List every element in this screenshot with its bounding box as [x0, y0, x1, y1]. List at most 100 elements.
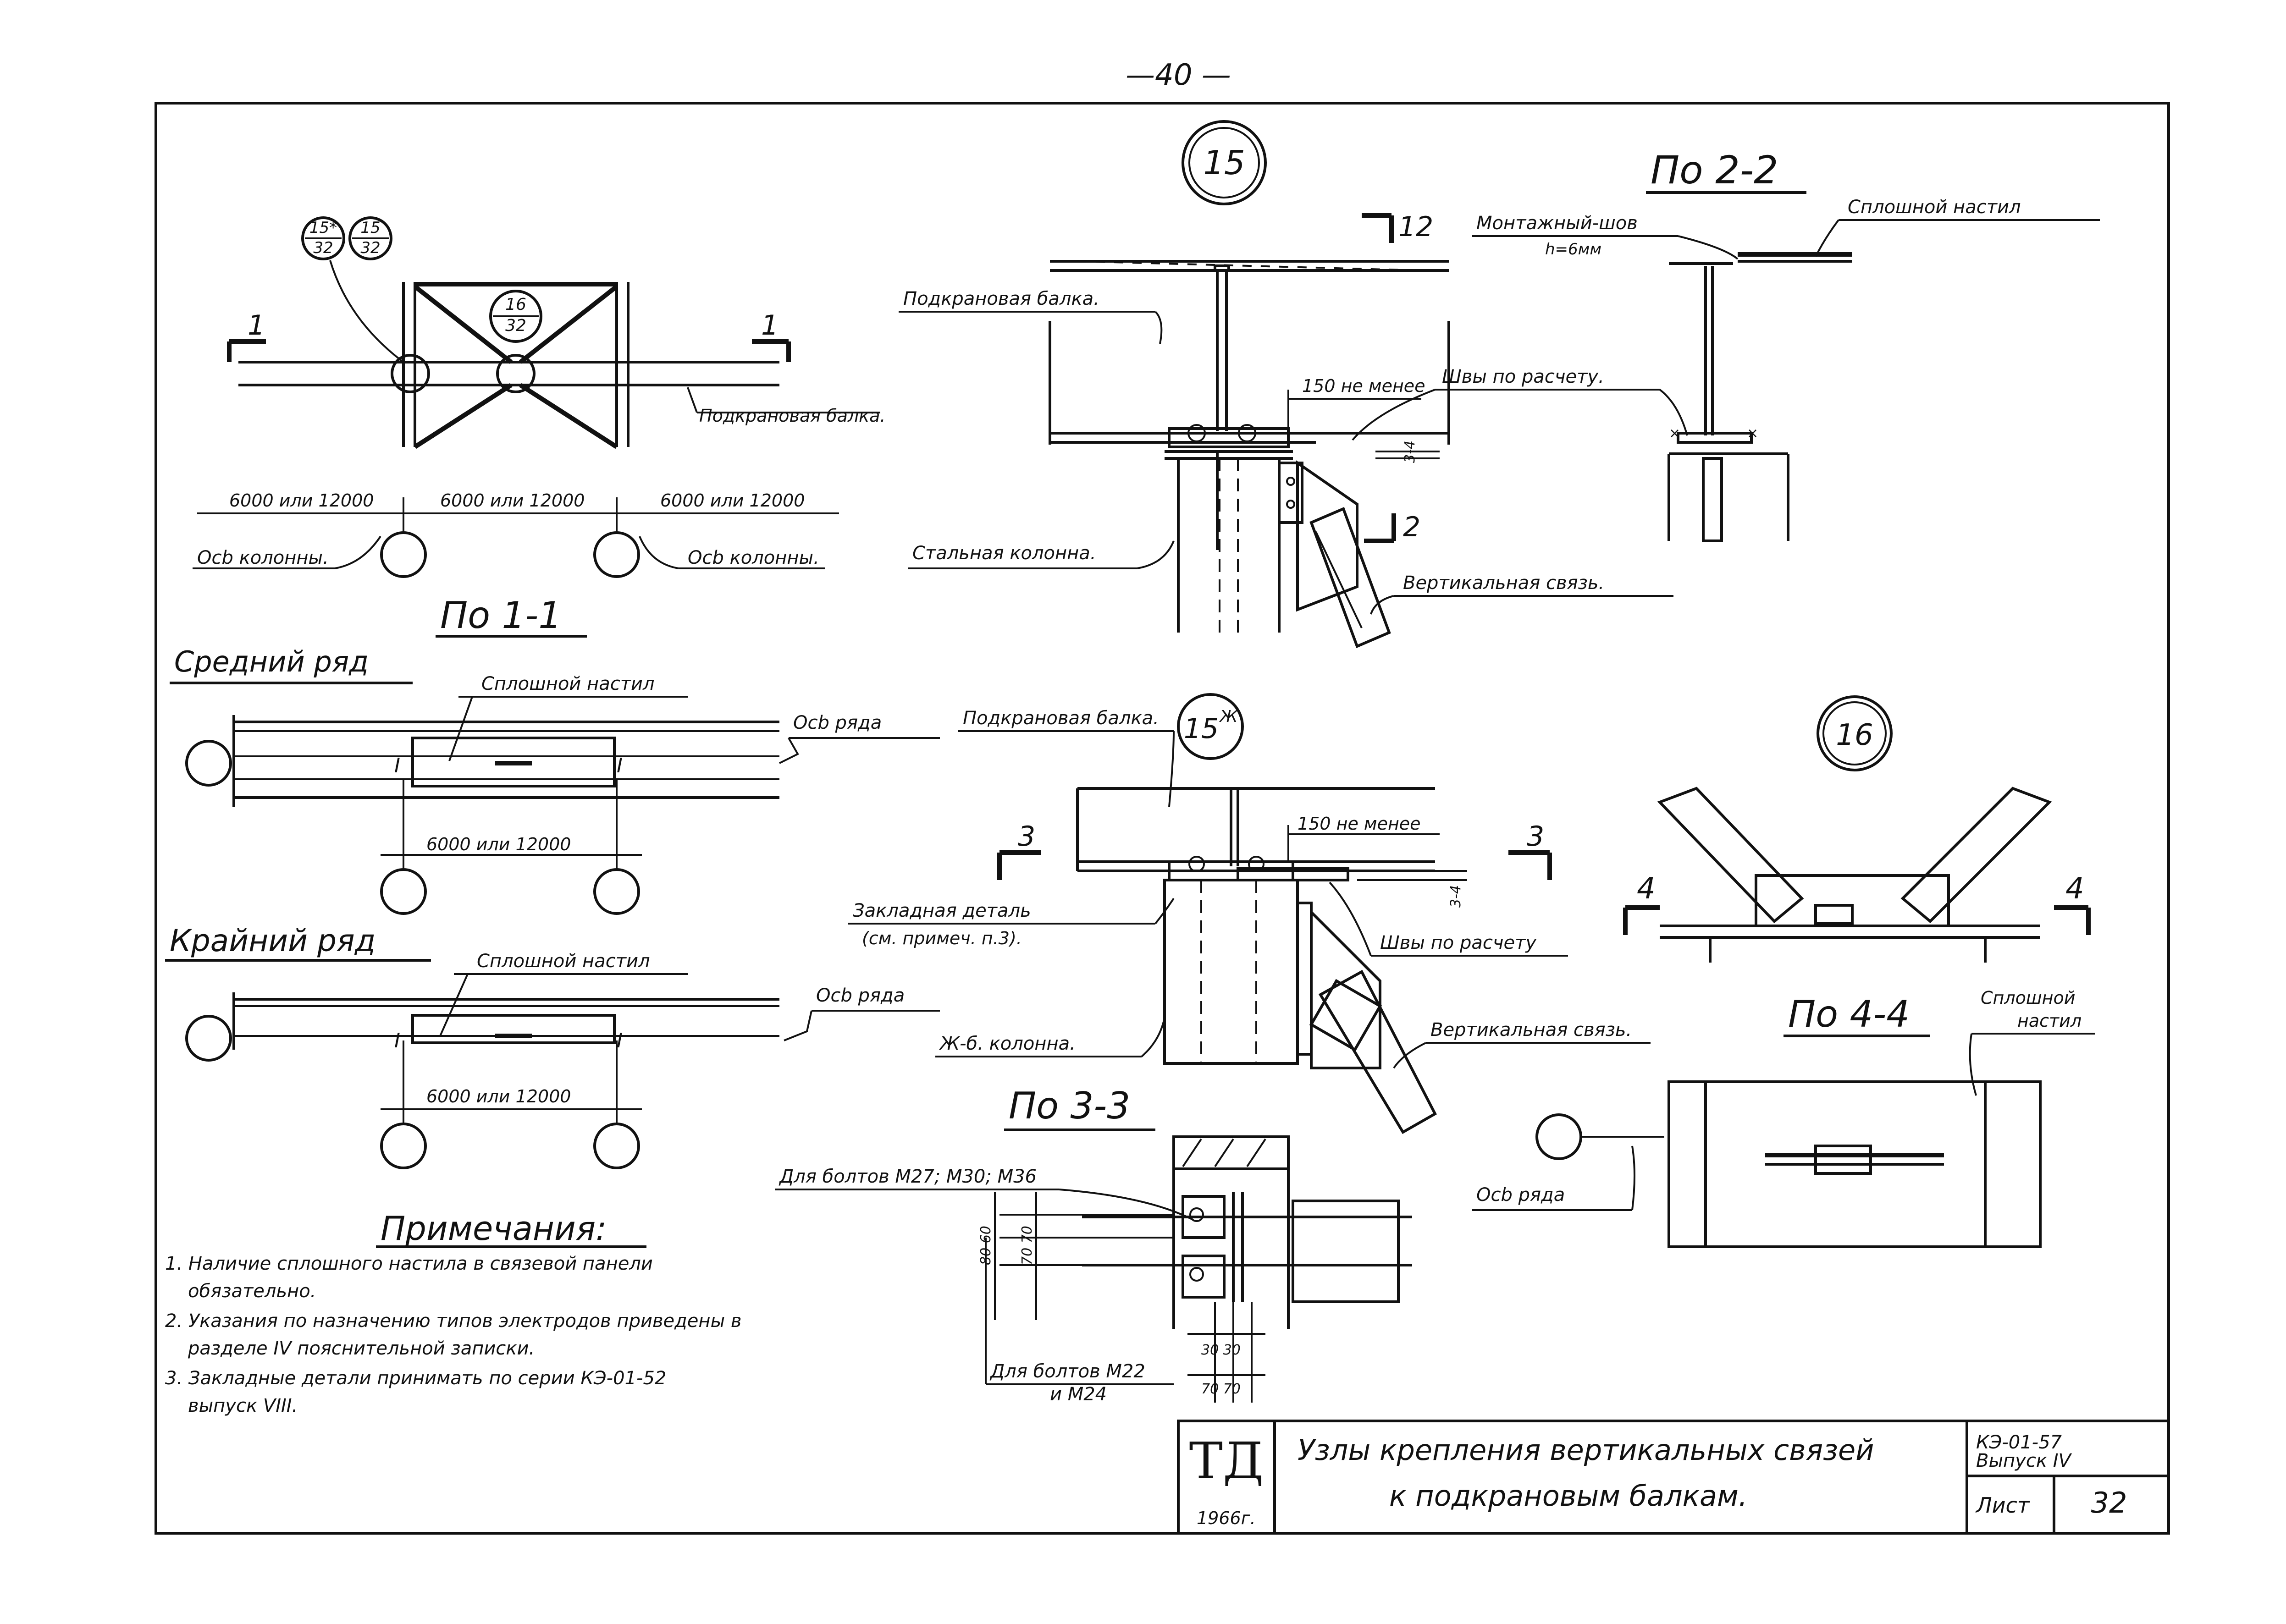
node-15-number: 15: [360, 219, 380, 237]
plan-cut-left: 1: [248, 309, 265, 341]
node-16-title: 16: [1836, 718, 1873, 752]
node-16-number: 16: [505, 295, 526, 314]
node-15zh-detail: 15 Ж Подкрановая балка. 150 не менее 3 3…: [848, 693, 1651, 1134]
title-issue: Выпуск IV: [1976, 1450, 2072, 1471]
note-line-3: 2. Указания по назначению типов электрод…: [165, 1310, 741, 1332]
section-4-4-axis: Осb ряда: [1476, 1184, 1565, 1206]
plan-view: 15* 32 15 32 16 32 1 1 Подкрановая балка…: [193, 216, 886, 578]
node-15zh-cut-left: 3: [1018, 820, 1035, 853]
node-15zh-welds: Швы по расчету: [1380, 932, 1537, 953]
section-2-2-deck: Сплошной настил: [1848, 197, 2021, 218]
section-2-2: По 2-2 Монтажный-шов h=6мм Сплошной наст…: [1472, 148, 2100, 542]
title-logo: ТД: [1189, 1431, 1264, 1490]
section-3-3: По 3-3 Для болтов М27; М30; М36 80 60 70…: [775, 1085, 1412, 1405]
node-15star-callout: [301, 216, 345, 260]
node-15zh-brace: Вертикальная связь.: [1430, 1019, 1632, 1040]
title-line-1: Узлы крепления вертикальных связей: [1298, 1433, 1874, 1467]
note-line-4: разделе IV пояснительной записки.: [188, 1338, 535, 1359]
node-16-cut-left: 4: [1637, 872, 1656, 906]
svg-text:I: I: [617, 754, 623, 777]
node-16-marker: [1817, 695, 1893, 771]
node-15-detail: 15 12 Подкрановая балка.: [899, 120, 1688, 649]
note-line-2: обязательно.: [188, 1281, 316, 1302]
section-3-3-title: По 3-3: [1009, 1085, 1130, 1127]
svg-text:I: I: [617, 1029, 623, 1052]
plan-col-axis-right: Осb колонны.: [688, 547, 819, 568]
node-15zh-gap: 3-4: [1448, 885, 1464, 908]
section-4-4-deck-2: настил: [2017, 1011, 2082, 1031]
dim-70-70b: 70 70: [1201, 1381, 1241, 1397]
note-line-6: выпуск VIII.: [188, 1395, 298, 1416]
bolts-small-1: Для болтов М22: [989, 1361, 1145, 1382]
edge-axis-label: Осb ряда: [816, 985, 905, 1006]
plan-span-2: 6000 или 12000: [440, 490, 585, 511]
node-15star-number: 15*: [309, 219, 337, 237]
dim-70-70: 70 70: [1019, 1226, 1035, 1265]
node-15-marker: [1182, 120, 1267, 205]
svg-text:×: ×: [1747, 425, 1758, 441]
node-15-min-150: 150 не менее: [1302, 376, 1425, 396]
plan-col-axis-left: Осb колонны.: [197, 547, 329, 568]
bolts-small-2: и М24: [1050, 1384, 1107, 1405]
section-1-1: По 1-1 Средний ряд Сплошной настил I I О…: [155, 594, 940, 1169]
middle-deck-label: Сплошной настил: [481, 673, 655, 694]
title-year: 1966г.: [1197, 1508, 1256, 1528]
edge-row-label: Крайний ряд: [170, 923, 375, 958]
title-series: КЭ-01-57: [1976, 1432, 2062, 1453]
node-15zh-crane-beam: Подкрановая балка.: [963, 708, 1159, 729]
note-line-1: 1. Наличие сплошного настила в связевой …: [165, 1253, 653, 1274]
node-15-crane-beam: Подкрановая балка.: [903, 288, 1099, 309]
section-4-4-deck-1: Сплошной: [1981, 988, 2075, 1008]
node-16-callout: [489, 290, 542, 343]
node-15zh-marker: [1177, 693, 1244, 760]
title-line-2: к подкрановым балкам.: [1389, 1479, 1748, 1513]
bolts-large: Для болтов М27; М30; М36: [779, 1166, 1037, 1187]
plan-cut-right: 1: [761, 309, 779, 341]
mount-weld-h: h=6мм: [1545, 240, 1601, 259]
embedded-detail-1: Закладная деталь: [853, 900, 1031, 921]
middle-span-label: 6000 или 12000: [426, 834, 571, 854]
section-4-4: По 4-4 Сплошной настил Осb ряда: [1472, 988, 2095, 1248]
node-15zh-number: 15: [1184, 713, 1219, 745]
title-block: ТД 1966г. Узлы крепления вертикальных св…: [1177, 1420, 2170, 1535]
edge-span-label: 6000 или 12000: [426, 1086, 571, 1107]
svg-text:×: ×: [1669, 425, 1680, 441]
node-15-sheet: 32: [360, 239, 380, 257]
node-15zh-cut-right: 3: [1527, 820, 1544, 853]
node-16-cut-right: 4: [2065, 872, 2084, 906]
node-15-title: 15: [1203, 143, 1245, 182]
svg-text:I: I: [394, 754, 400, 777]
node-15-column: Стальная колонна.: [912, 543, 1096, 564]
node-15-callout: [348, 216, 392, 260]
node-15-welds: Швы по расчету.: [1442, 366, 1604, 387]
plan-crane-beam-label: Подкрановая балка.: [699, 406, 886, 426]
section-2-2-title: По 2-2: [1651, 148, 1778, 193]
title-sheet-number: 32: [2091, 1486, 2127, 1519]
section-1-1-title: По 1-1: [440, 594, 562, 637]
plan-span-3: 6000 или 12000: [660, 490, 805, 511]
notes-title: Примечания:: [381, 1209, 607, 1248]
node-15zh-min-150: 150 не менее: [1298, 814, 1421, 834]
node-15-cut-bottom: 2: [1403, 511, 1420, 543]
notes-block: Примечания: 1. Наличие сплошного настила…: [165, 1209, 741, 1416]
node-15zh-column: Ж-б. колонна.: [939, 1033, 1076, 1054]
mount-weld-label: Монтажный-шов: [1476, 213, 1638, 234]
node-15-brace: Вертикальная связь.: [1403, 573, 1604, 594]
note-line-5: 3. Закладные детали принимать по серии К…: [165, 1368, 666, 1389]
node-16-sheet: 32: [505, 316, 526, 335]
title-sheet-label: Лист: [1975, 1493, 2030, 1518]
drawing-frame: [155, 102, 2170, 1535]
node-16-detail: 16 4 4: [1623, 695, 2091, 963]
page-number: —40 —: [1126, 58, 1231, 92]
edge-deck-label: Сплошной настил: [477, 951, 650, 972]
dim-30-30: 30 30: [1201, 1342, 1241, 1358]
svg-text:I: I: [394, 1029, 400, 1052]
section-4-4-title: По 4-4: [1788, 993, 1910, 1035]
embedded-detail-2: (см. примеч. п.3).: [862, 928, 1022, 948]
node-15star-sheet: 32: [313, 239, 333, 257]
plan-span-1: 6000 или 12000: [229, 490, 374, 511]
node-15-cut-top: 12: [1398, 211, 1433, 243]
node-15zh-suffix: Ж: [1219, 707, 1239, 726]
middle-axis-label: Осb ряда: [793, 712, 882, 733]
